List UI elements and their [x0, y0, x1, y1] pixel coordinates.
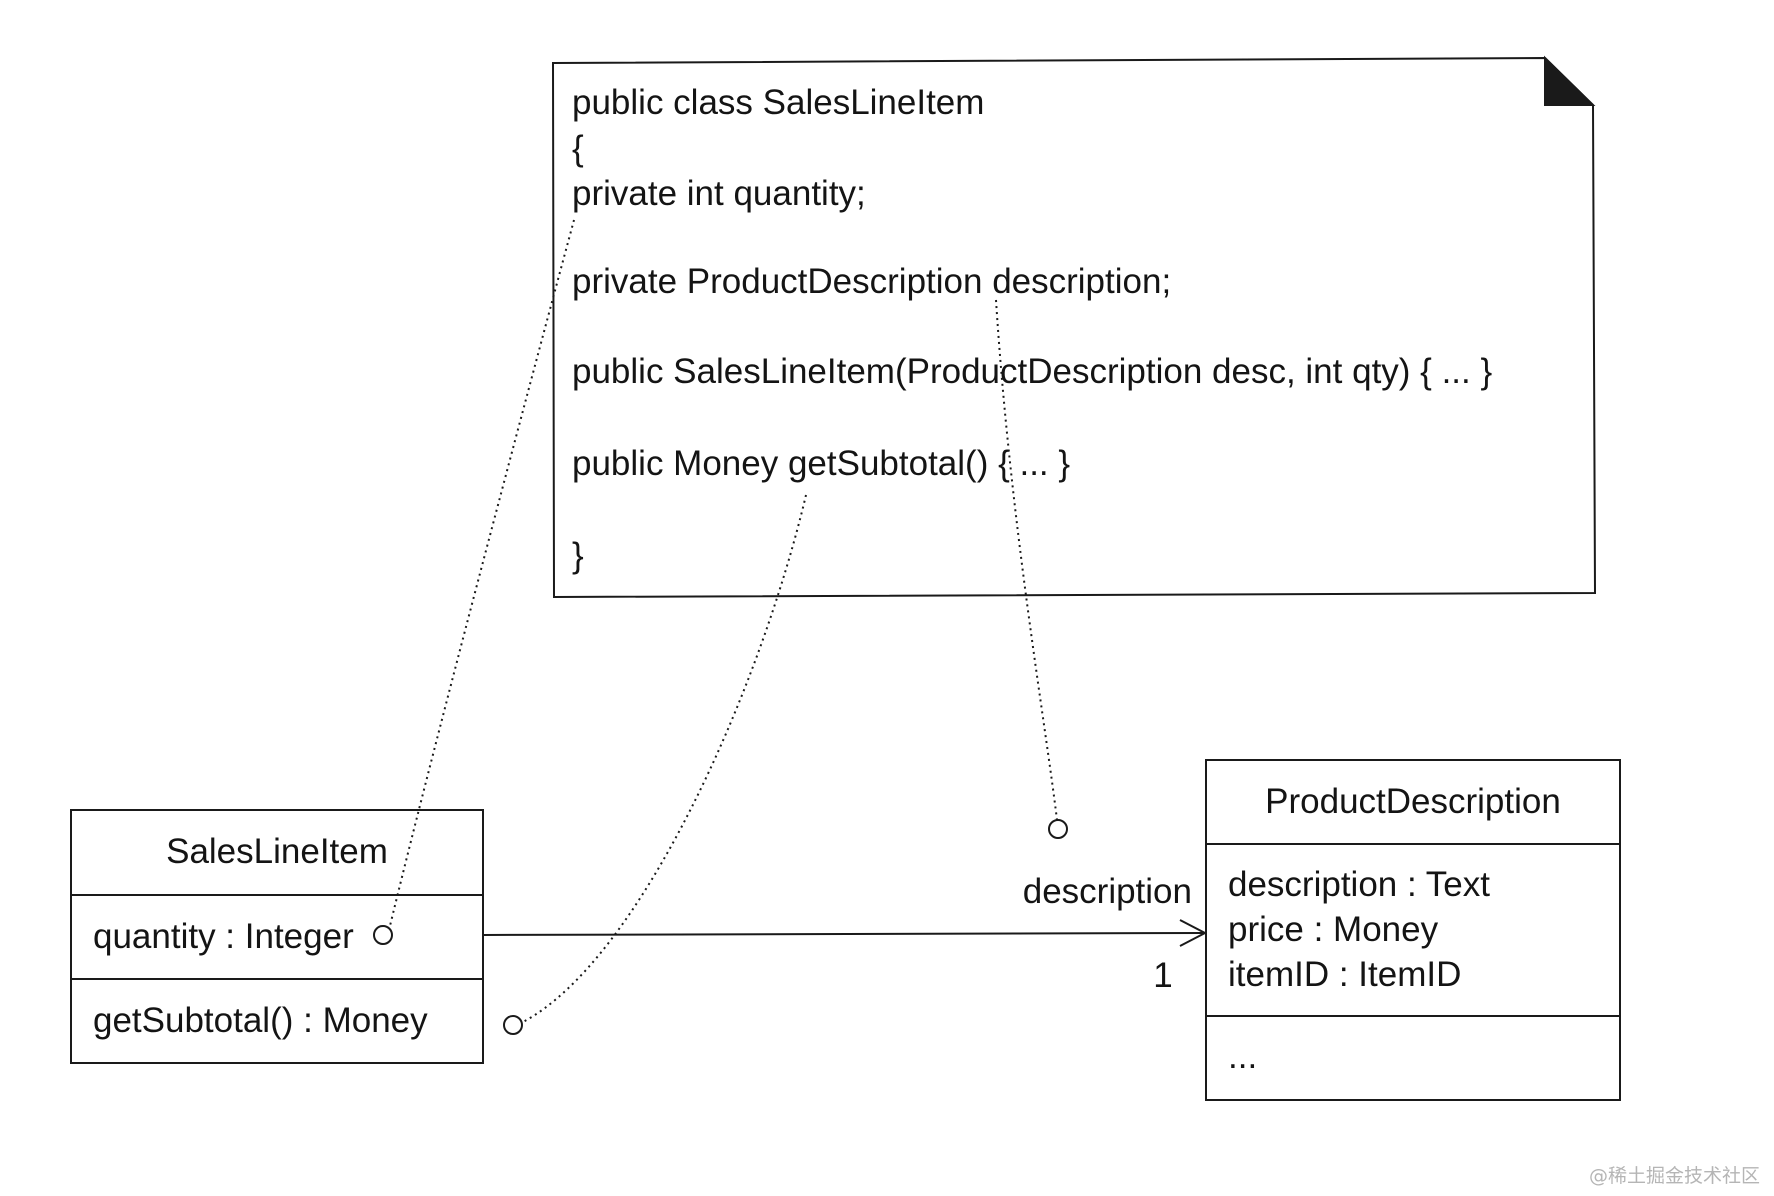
attribute-quantity: quantity : Integer [93, 917, 354, 956]
attribute-price: price : Money [1228, 910, 1439, 949]
class-name: SalesLineItem [166, 832, 388, 871]
connector-end-description [1048, 819, 1068, 839]
note-connectors [388, 219, 1058, 1023]
connector-get-subtotal [522, 494, 807, 1023]
note-line-open-brace: { [572, 129, 584, 168]
connector-endpoints [373, 819, 1068, 1035]
connector-description [995, 299, 1058, 821]
operations-ellipsis: ... [1228, 1037, 1257, 1076]
note-border [551, 56, 1597, 599]
note-line-class-decl: public class SalesLineItem [572, 83, 984, 122]
association: description 1 [482, 872, 1208, 995]
class-product-description: ProductDescription description : Text pr… [1205, 759, 1621, 1101]
arrowhead-open-icon [1179, 919, 1208, 947]
operation-get-subtotal: getSubtotal() : Money [93, 1001, 428, 1040]
note-line-get-subtotal: public Money getSubtotal() { ... } [572, 444, 1070, 483]
class-box [1205, 759, 1621, 1101]
class-sales-line-item: SalesLineItem quantity : Integer getSubt… [70, 809, 484, 1064]
note-line-close-brace: } [572, 536, 584, 575]
note-line-quantity-field: private int quantity; [572, 174, 866, 213]
connector-end-quantity [373, 925, 393, 945]
attribute-item-id: itemID : ItemID [1228, 955, 1461, 994]
class-name: ProductDescription [1265, 782, 1561, 821]
code-note: public class SalesLineItem { private int… [551, 55, 1597, 599]
connector-quantity [388, 219, 575, 931]
association-multiplicity: 1 [1153, 956, 1172, 995]
association-role: description [1023, 872, 1192, 911]
note-folded-corner [1544, 55, 1596, 106]
note-line-constructor: public SalesLineItem(ProductDescription … [572, 352, 1492, 391]
note-line-description-field: private ProductDescription description; [572, 262, 1171, 301]
watermark: @稀土掘金技术社区 [1588, 1165, 1760, 1187]
class-box [70, 809, 484, 1064]
connector-end-get-subtotal [503, 1015, 523, 1035]
association-line [482, 932, 1205, 936]
attribute-description: description : Text [1228, 865, 1490, 904]
